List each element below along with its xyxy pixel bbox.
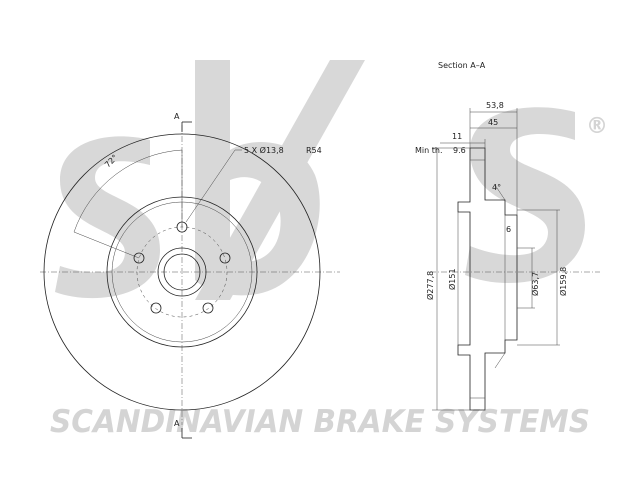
dim-hat-outer-diameter: Ø151 xyxy=(447,268,457,290)
section-marker-bottom: A xyxy=(174,419,180,428)
dim-center-bore: Ø63,7 xyxy=(530,272,540,296)
section-marker-top: A xyxy=(174,112,180,121)
dim-min-thickness: 9.6 xyxy=(453,146,466,155)
dim-hat-inner-diameter: Ø159,8 xyxy=(558,267,568,296)
registered-mark: ® xyxy=(586,114,608,139)
dim-hat-depth: 45 xyxy=(488,118,498,127)
dim-thickness: 11 xyxy=(452,132,462,141)
center-bore-circle xyxy=(157,247,207,297)
sbs-logo-watermark: ® xyxy=(55,60,608,300)
dim-radius: 6 xyxy=(506,225,511,234)
bolt-pattern-label: 5 X Ø13,8 xyxy=(244,145,284,155)
section-view: Section A–A 53,8 45 11 Min th. 9.6 Ø277,… xyxy=(415,61,600,411)
dim-outer-diameter: Ø277,8 xyxy=(425,271,435,300)
company-watermark: SCANDINAVIAN BRAKE SYSTEMS xyxy=(50,404,590,440)
dim-overall-height: 53,8 xyxy=(486,101,504,110)
dim-angle: 4° xyxy=(492,183,501,192)
front-view: 72° 5 X Ø13,8 R54 A A xyxy=(40,112,340,439)
bolt-holes xyxy=(133,221,231,314)
bolt-radius-label: R54 xyxy=(306,146,322,155)
min-thickness-label: Min th. xyxy=(415,146,443,155)
section-title: Section A–A xyxy=(438,61,486,70)
disc-section-outline xyxy=(457,147,518,411)
outer-disc-circle xyxy=(43,133,321,411)
